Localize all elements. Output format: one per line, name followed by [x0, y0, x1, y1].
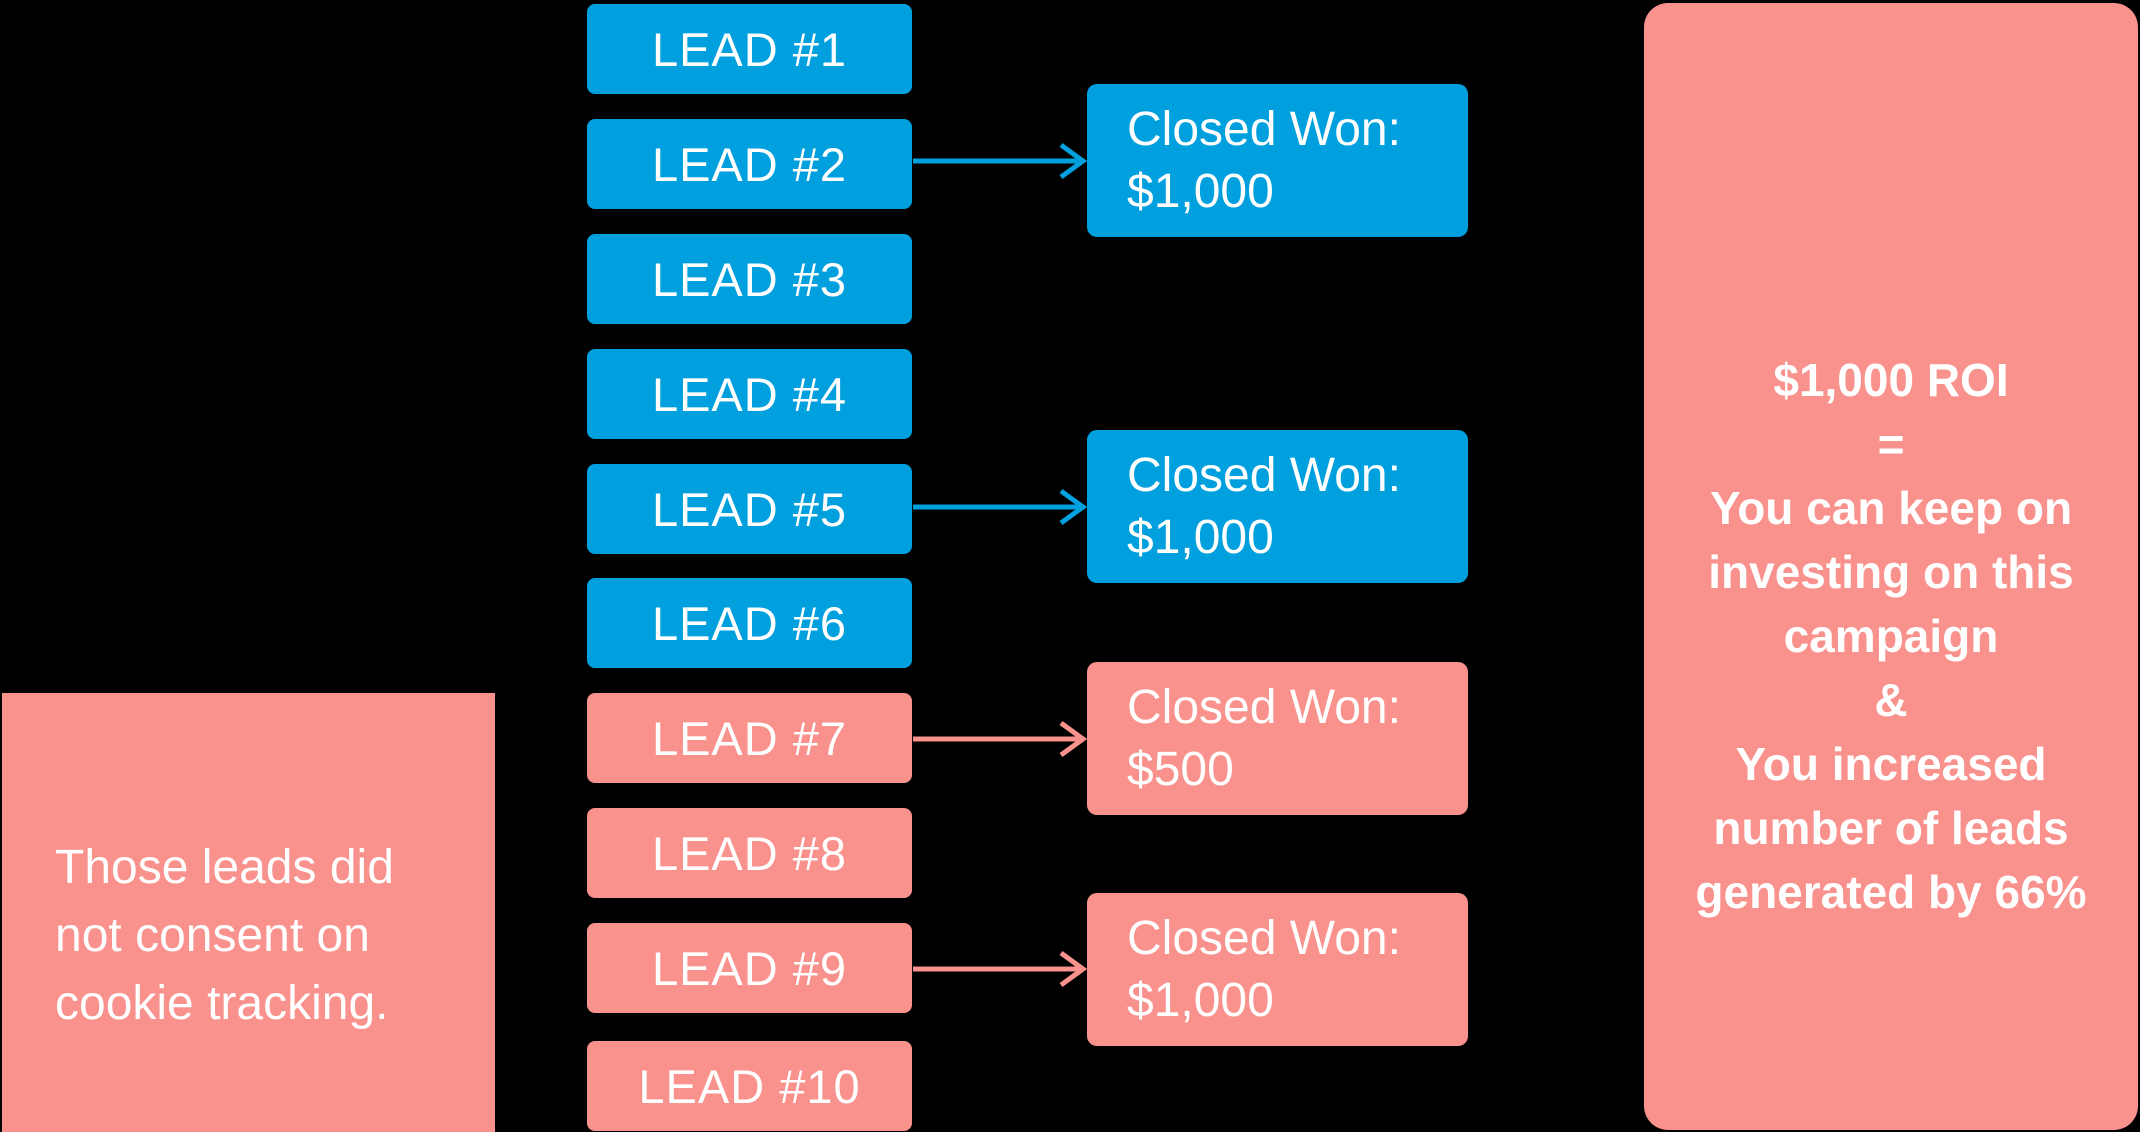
lead-label: LEAD #3	[651, 252, 848, 306]
lead-box-3: LEAD #3	[587, 234, 912, 324]
lead-box-10: LEAD #10	[587, 1041, 912, 1131]
lead-label: LEAD #7	[651, 711, 848, 765]
lead-label: LEAD #6	[651, 596, 848, 650]
lead-label: LEAD #5	[651, 482, 848, 536]
summary-line: =	[1877, 418, 1905, 470]
arrow-lead5-to-closed-won-2	[913, 488, 1088, 526]
arrow-lead7-to-closed-won-3	[913, 720, 1088, 758]
summary-line: You can keep on	[1709, 482, 2073, 534]
roi-summary-card: $1,000 ROI = You can keep on investing o…	[1644, 3, 2138, 1130]
lead-label: LEAD #10	[638, 1059, 861, 1113]
closed-won-label: Closed Won:	[1127, 448, 1401, 502]
summary-line: generated by 66%	[1695, 866, 2087, 918]
summary-line: &	[1874, 674, 1908, 726]
lead-box-4: LEAD #4	[587, 349, 912, 439]
lead-label: LEAD #4	[651, 367, 848, 421]
lead-box-8: LEAD #8	[587, 808, 912, 898]
closed-won-amount: $500	[1127, 742, 1234, 796]
closed-won-label: Closed Won:	[1127, 102, 1401, 156]
lead-box-6: LEAD #6	[587, 578, 912, 668]
closed-won-amount: $1,000	[1127, 164, 1274, 218]
summary-line: investing on this	[1708, 546, 2074, 598]
summary-line: number of leads	[1713, 802, 2069, 854]
closed-won-amount: $1,000	[1127, 510, 1274, 564]
summary-line: campaign	[1783, 610, 1999, 662]
lead-box-1: LEAD #1	[587, 4, 912, 94]
lead-box-2: LEAD #2	[587, 119, 912, 209]
summary-line: $1,000 ROI	[1773, 354, 2009, 406]
note-line: not consent on	[55, 909, 370, 962]
closed-won-box-3: Closed Won: $500	[1087, 662, 1468, 815]
closed-won-label: Closed Won:	[1127, 911, 1401, 965]
lead-label: LEAD #1	[651, 22, 848, 76]
note-line: cookie tracking.	[55, 977, 389, 1030]
note-line: Those leads did	[55, 841, 394, 894]
lead-label: LEAD #8	[651, 826, 848, 880]
closed-won-amount: $1,000	[1127, 973, 1274, 1027]
arrow-lead2-to-closed-won-1	[913, 142, 1088, 180]
summary-line: You increased	[1735, 738, 2047, 790]
lead-label: LEAD #9	[651, 941, 848, 995]
closed-won-box-1: Closed Won: $1,000	[1087, 84, 1468, 237]
lead-box-5: LEAD #5	[587, 464, 912, 554]
arrow-lead9-to-closed-won-4	[913, 950, 1088, 988]
cookie-consent-note: Those leads did not consent on cookie tr…	[2, 693, 495, 1132]
closed-won-box-2: Closed Won: $1,000	[1087, 430, 1468, 583]
lead-label: LEAD #2	[651, 137, 848, 191]
lead-box-7: LEAD #7	[587, 693, 912, 783]
closed-won-box-4: Closed Won: $1,000	[1087, 893, 1468, 1046]
closed-won-label: Closed Won:	[1127, 680, 1401, 734]
lead-box-9: LEAD #9	[587, 923, 912, 1013]
